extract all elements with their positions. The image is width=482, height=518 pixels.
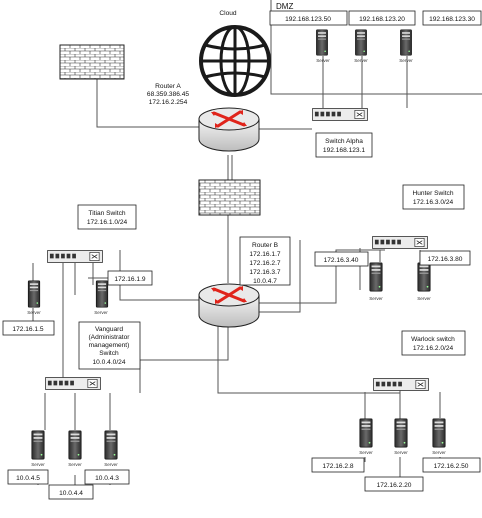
svg-text:172.16.3.0/24: 172.16.3.0/24 — [413, 199, 454, 206]
server-icon — [31, 430, 45, 460]
dmz-server-label-3: Server — [399, 58, 413, 63]
warlock-ip-2: 172.16.2.20 — [377, 482, 412, 489]
dmz-ip-3: 192.168.123.30 — [429, 16, 475, 23]
warlock-server-label-3: Server — [432, 450, 446, 455]
hunter-ip-1: 172.16.3.40 — [324, 257, 359, 264]
server-icon — [369, 262, 383, 292]
server-icon — [394, 418, 408, 448]
hunter-server-label-1: Server — [369, 296, 383, 301]
dmz-ip-2: 192.168.123.20 — [359, 16, 405, 23]
titian-ip-2: 172.16.1.9 — [114, 276, 145, 283]
vanguard-switch-label: Vanguard (Administrator management) Swit… — [78, 321, 141, 370]
svg-text:Titian Switch: Titian Switch — [88, 210, 125, 217]
switch-alpha-label: Switch Alpha 192.168.123.1 — [315, 132, 373, 158]
cloud-label: Cloud — [219, 10, 237, 17]
hunter-server-label-2: Server — [417, 296, 431, 301]
svg-text:Warlock switch: Warlock switch — [411, 336, 455, 343]
warlock-ip-1: 172.16.2.8 — [322, 463, 353, 470]
svg-text:management): management) — [89, 342, 130, 349]
vanguard-server-label-2: Server — [68, 462, 82, 467]
vanguard-server-label-3: Server — [104, 462, 118, 467]
vanguard-ip-1: 10.0.4.5 — [16, 475, 40, 482]
server-icon — [104, 430, 118, 460]
svg-text:172.16.3.7: 172.16.3.7 — [249, 269, 280, 276]
svg-text:172.16.2.254: 172.16.2.254 — [149, 99, 188, 106]
server-icon — [354, 29, 368, 56]
svg-text:Vanguard: Vanguard — [95, 326, 123, 333]
server-icon — [315, 29, 329, 56]
firewall-icon — [198, 179, 261, 216]
server-icon — [399, 29, 413, 56]
warlock-switch-label: Warlock switch 172.16.2.0/24 — [401, 330, 466, 356]
svg-text:172.16.2.7: 172.16.2.7 — [249, 260, 280, 267]
switch-alpha-icon — [312, 108, 368, 121]
router-a-label: Router A 68.359.386.45 172.16.2.254 — [147, 83, 190, 106]
svg-text:Router B: Router B — [252, 242, 279, 249]
hunter-switch-icon — [372, 236, 428, 249]
vanguard-server-label-1: Server — [31, 462, 45, 467]
server-icon — [432, 418, 446, 448]
dmz-zone: DMZ 192.168.123.50 192.168.123.20 192.16… — [269, 2, 482, 63]
svg-text:Switch Alpha: Switch Alpha — [325, 138, 363, 145]
warlock-server-label-1: Server — [359, 450, 373, 455]
server-icon — [417, 262, 431, 292]
svg-text:172.16.2.0/24: 172.16.2.0/24 — [413, 345, 454, 352]
hunter-ip-2: 172.16.3.80 — [428, 256, 463, 263]
svg-text:10.0.4.0/24: 10.0.4.0/24 — [93, 359, 126, 366]
titian-server-label-1: Server — [27, 310, 41, 315]
vanguard-switch-icon — [45, 377, 101, 390]
router-a-icon — [198, 107, 260, 153]
svg-text:Switch: Switch — [99, 350, 119, 357]
warlock-server-label-2: Server — [394, 450, 408, 455]
svg-text:172.16.1.0/24: 172.16.1.0/24 — [87, 219, 128, 226]
server-icon — [27, 280, 41, 308]
warlock-ip-3: 172.16.2.50 — [434, 463, 469, 470]
titian-server-label-2: Server — [94, 310, 108, 315]
titian-switch-label: Titian Switch 172.16.1.0/24 — [77, 204, 137, 230]
server-icon — [68, 430, 82, 460]
titian-ip-1: 172.16.1.5 — [12, 326, 43, 333]
hunter-switch-label: Hunter Switch 172.16.3.0/24 — [402, 184, 465, 210]
svg-text:Router A: Router A — [155, 83, 181, 90]
cloud-globe-icon — [199, 25, 271, 97]
vanguard-ip-3: 10.0.4.3 — [95, 475, 119, 482]
vanguard-ip-2: 10.0.4.4 — [59, 490, 83, 497]
svg-text:Hunter Switch: Hunter Switch — [412, 190, 453, 197]
router-b-icon — [198, 283, 260, 329]
svg-text:10.0.4.7: 10.0.4.7 — [253, 278, 277, 285]
firewall-icon — [59, 44, 125, 80]
dmz-title: DMZ — [276, 2, 293, 11]
server-icon — [359, 418, 373, 448]
server-icon — [95, 280, 109, 308]
dmz-ip-1: 192.168.123.50 — [285, 16, 331, 23]
router-b-label: Router B 172.16.1.7 172.16.2.7 172.16.3.… — [239, 236, 291, 286]
dmz-server-label-1: Server — [316, 58, 330, 63]
svg-text:(Administrator: (Administrator — [88, 334, 130, 341]
warlock-switch-icon — [373, 378, 429, 391]
dmz-server-label-2: Server — [354, 58, 368, 63]
svg-text:68.359.386.45: 68.359.386.45 — [147, 91, 190, 98]
svg-text:192.168.123.1: 192.168.123.1 — [323, 147, 366, 154]
svg-text:172.16.1.7: 172.16.1.7 — [249, 251, 280, 258]
titian-switch-icon — [47, 250, 103, 263]
